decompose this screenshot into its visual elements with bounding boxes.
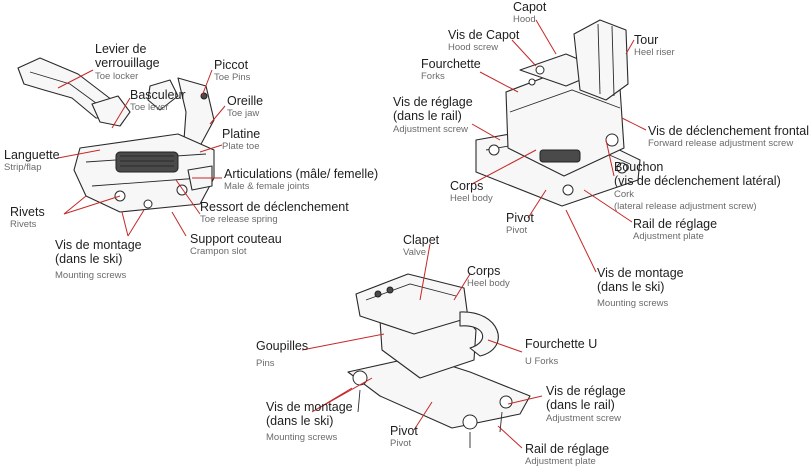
heel-body-label: Corps Heel body [450, 179, 493, 205]
toe-lever-label: Basculeur Toe lever [130, 88, 186, 114]
hood-screw-label: Vis de Capot Hood screw [448, 28, 520, 54]
toe-jaw-label: Oreille Toe jaw [227, 94, 264, 120]
heel-2-pivot-label: Pivot Pivot [390, 424, 418, 450]
forward-release-screw-label: Vis de déclenchement frontal Forward rel… [648, 124, 809, 150]
forks-label: Fourchette Forks [421, 57, 481, 83]
leader-lines [57, 19, 647, 449]
rivets-label: Rivets Rivets [10, 205, 45, 231]
heel-adjustment-screw-label: Vis de réglage (dans le rail) Adjustment… [393, 95, 473, 135]
crampon-slot-label: Support couteau Crampon slot [190, 232, 282, 258]
heel-binding-2-drawing [347, 273, 531, 448]
toe-mounting-screws-label: Vis de montage (dans le ski) Mounting sc… [55, 238, 142, 281]
u-forks-label: Fourchette U U Forks [525, 337, 598, 368]
toe-pins-label: Piccot Toe Pins [214, 58, 251, 84]
heel-2-mounting-screws-label: Vis de montage (dans le ski) Mounting sc… [266, 400, 353, 443]
heel-mounting-screws-label: Vis de montage (dans le ski) Mounting sc… [597, 266, 684, 309]
heel-2-adjustment-plate-label: Rail de réglage Adjustment plate [525, 442, 610, 468]
toe-release-spring-label: Ressort de déclenchement Toe release spr… [200, 200, 349, 226]
heel-body-2-label: Corps Heel body [467, 264, 510, 290]
heel-2-adjustment-screw-label: Vis de réglage (dans le rail) Adjustment… [546, 384, 626, 424]
pins-label: Goupilles Pins [256, 339, 309, 370]
heel-binding-drawing [475, 19, 641, 207]
heel-adjustment-plate-label: Rail de réglage Adjustment plate [633, 217, 718, 243]
heel-pivot-label: Pivot Pivot [506, 211, 534, 237]
plate-toe-label: Platine Plate toe [222, 127, 261, 153]
toe-locker-label: Levier de verrouillage Toe locker [95, 42, 160, 82]
valve-label: Clapet Valve [403, 233, 440, 259]
heel-riser-label: Tour Heel riser [634, 33, 675, 59]
strip-flap-label: Languette Strip/flap [4, 148, 60, 174]
cork-label: Bouchon (vis de déclenchement latéral) C… [614, 160, 781, 212]
hood-label: Capot Hood [513, 0, 547, 26]
joints-label: Articulations (mâle/ femelle) Male & fem… [224, 167, 379, 193]
